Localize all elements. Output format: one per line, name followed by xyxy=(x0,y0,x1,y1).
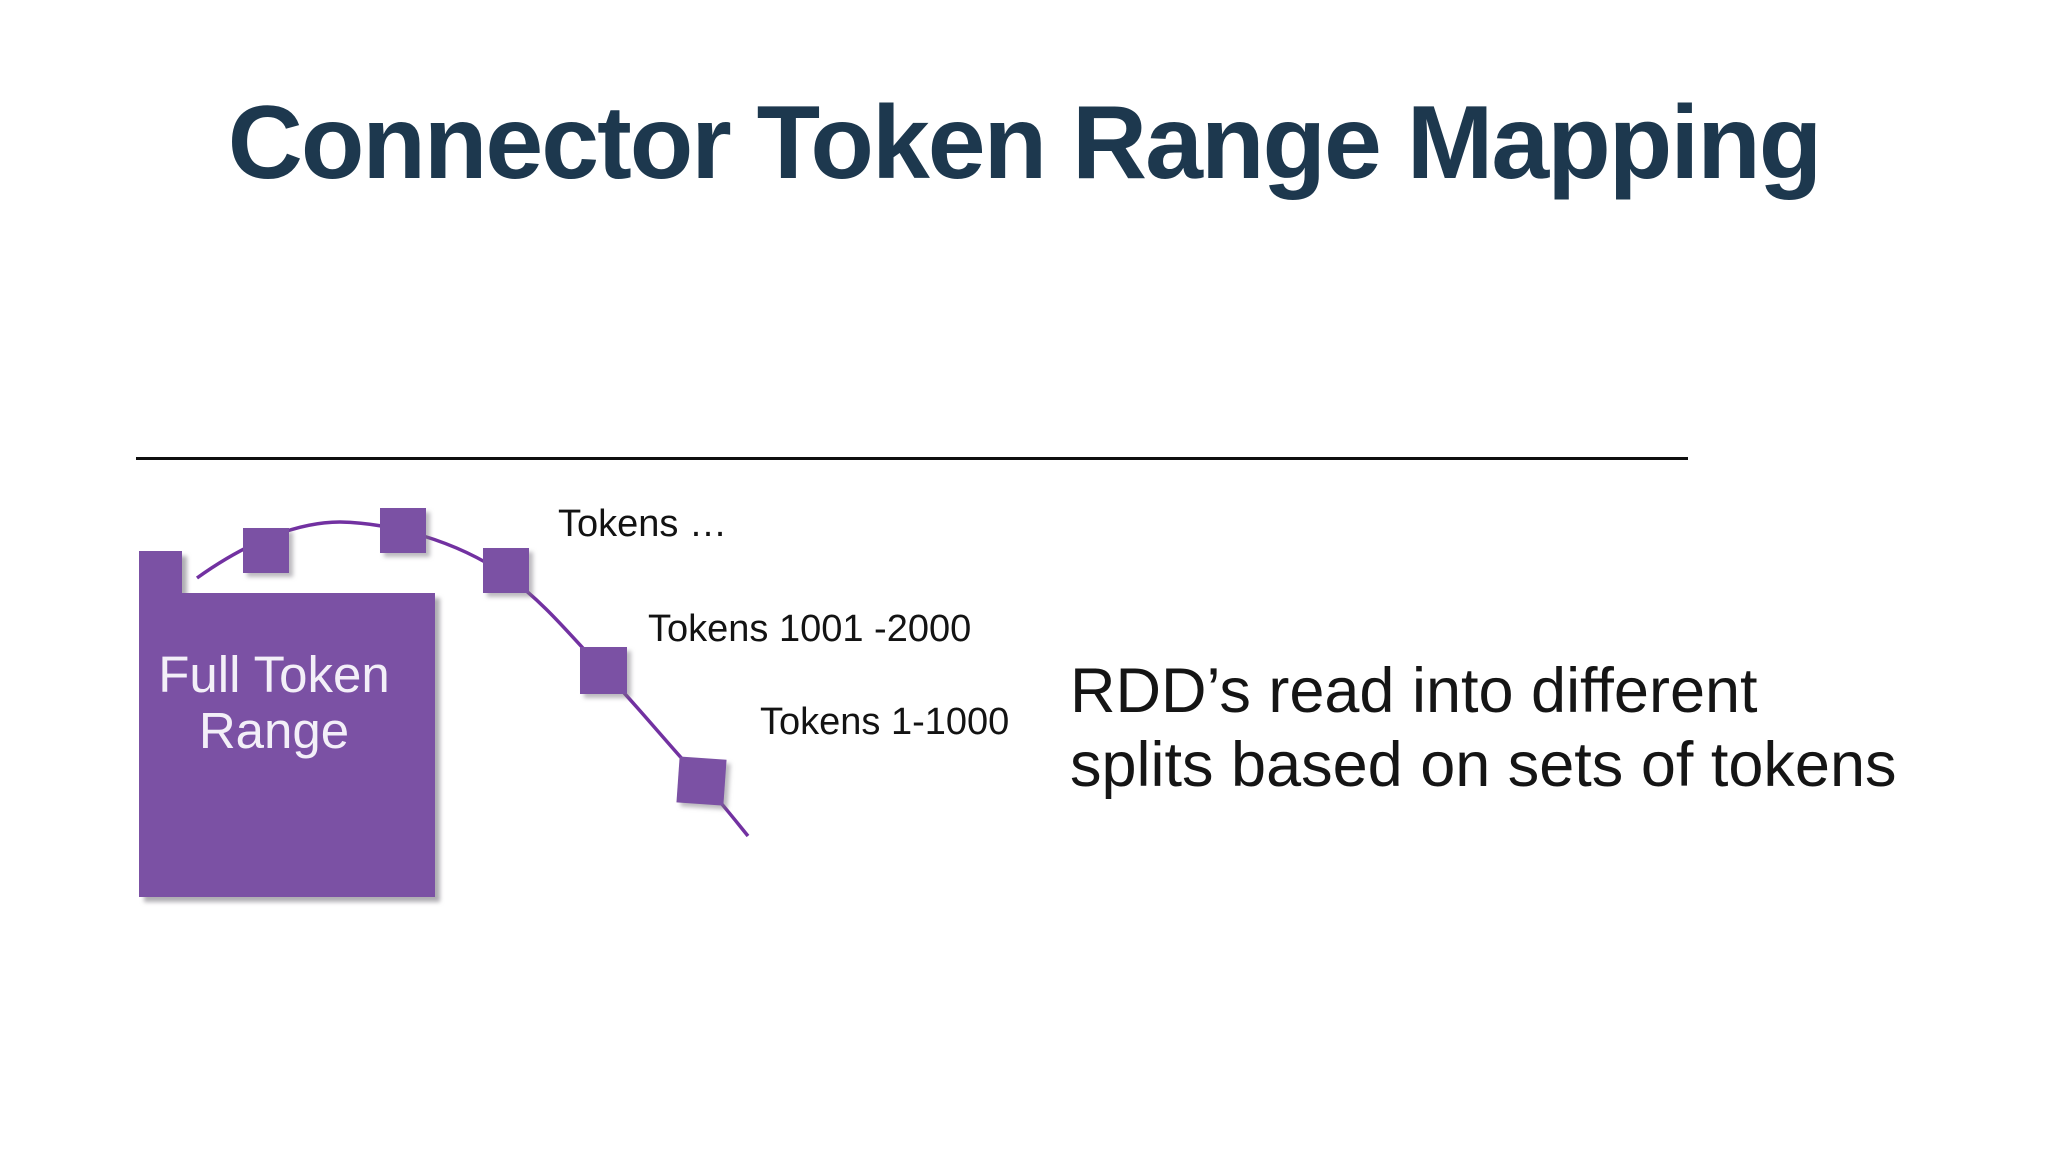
token-square-4 xyxy=(580,647,627,694)
full-token-range-label-line1: Full Token xyxy=(158,646,390,703)
divider-line xyxy=(136,457,1688,460)
full-token-range-shape xyxy=(139,551,435,897)
token-square-2 xyxy=(380,508,426,553)
rdd-splits-text: RDD’s read into different splits based o… xyxy=(1070,654,1990,802)
full-token-range-label: Full Token Range xyxy=(139,647,409,759)
rdd-splits-text-line1: RDD’s read into different xyxy=(1070,656,1758,726)
token-label-1-1000: Tokens 1-1000 xyxy=(760,701,1010,743)
slide-title: Connector Token Range Mapping xyxy=(227,85,1823,201)
token-square-1 xyxy=(243,528,289,573)
token-square-3 xyxy=(483,548,529,593)
token-label-ellipsis: Tokens … xyxy=(558,503,727,545)
token-label-1001-2000: Tokens 1001 -2000 xyxy=(648,608,972,650)
full-token-range-label-line2: Range xyxy=(198,702,350,759)
token-square-5 xyxy=(676,756,727,806)
rdd-splits-text-line2: splits based on sets of tokens xyxy=(1070,730,1897,800)
